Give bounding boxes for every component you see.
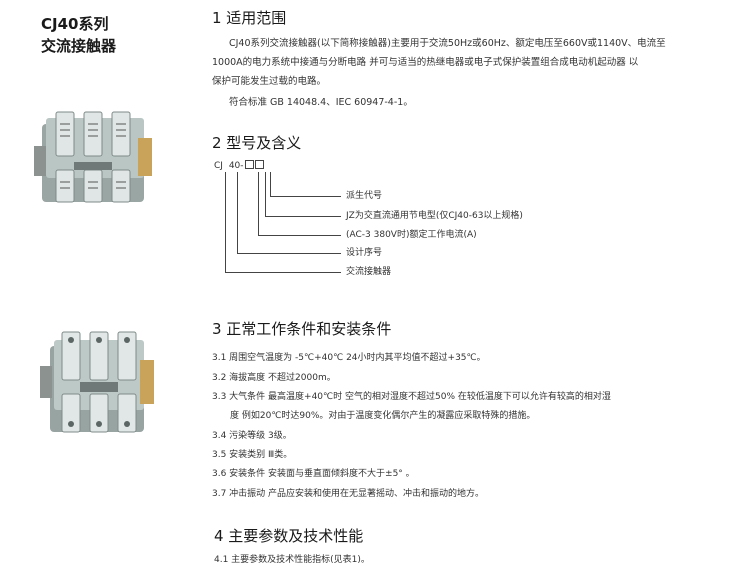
condition-3-3-continued: 度 例如20℃时达90%。对由于温度变化偶尔产生的凝露应采取特殊的措施。 xyxy=(230,411,536,421)
contactor-photo-2 xyxy=(40,331,154,433)
section-2-heading: 2 型号及含义 xyxy=(212,134,302,152)
section-1-paragraph-line-2: 1000A的电力系统中接通与分断电路 并可与适当的热继电器或电子式保护装置组合成… xyxy=(212,57,639,68)
model-box-2 xyxy=(254,160,264,169)
leader-line-4 xyxy=(237,172,341,254)
condition-3-1: 3.1 周围空气温度为 -5℃+40℃ 24小时内其平均值不超过+35℃。 xyxy=(212,353,486,363)
standards-line: 符合标准 GB 14048.4、IEC 60947-4-1。 xyxy=(229,97,413,108)
condition-3-5: 3.5 安装类别 Ⅲ类。 xyxy=(212,450,293,460)
section-4-heading: 4 主要参数及技术性能 xyxy=(214,527,364,545)
condition-3-7: 3.7 冲击振动 产品应安装和使用在无显著摇动、冲击和振动的地方。 xyxy=(212,489,485,499)
contactor-photo-1 xyxy=(34,111,152,203)
legend-item-1: 派生代号 xyxy=(346,191,383,201)
section-1-paragraph-line-3: 保护可能发生过载的电路。 xyxy=(212,76,327,87)
legend-item-4: 设计序号 xyxy=(346,248,383,258)
leader-line-1 xyxy=(270,172,341,197)
product-series-name: CJ40系列 xyxy=(41,15,109,33)
condition-3-2: 3.2 海拔高度 不超过2000m。 xyxy=(212,373,336,383)
legend-item-3: (AC-3 380V时)额定工作电流(A) xyxy=(346,230,477,240)
condition-3-6: 3.6 安装条件 安装面与垂直面倾斜度不大于±5° 。 xyxy=(212,469,415,479)
section-3-heading: 3 正常工作条件和安装条件 xyxy=(212,320,392,338)
condition-3-3: 3.3 大气条件 最高温度+40℃时 空气的相对湿度不超过50% 在较低温度下可… xyxy=(212,392,611,402)
leader-line-5 xyxy=(225,172,341,273)
model-code: CJ 40- xyxy=(214,160,264,172)
product-type-name: 交流接触器 xyxy=(41,37,117,55)
parameter-4-1: 4.1 主要参数及技术性能指标(见表1)。 xyxy=(214,555,370,565)
model-box-1 xyxy=(244,160,254,169)
legend-item-5: 交流接触器 xyxy=(346,267,392,277)
section-1-paragraph-line-1: CJ40系列交流接触器(以下简称接触器)主要用于交流50Hz或60Hz、额定电压… xyxy=(229,38,666,49)
condition-3-4: 3.4 污染等级 3级。 xyxy=(212,431,292,441)
leader-line-3 xyxy=(258,172,341,236)
legend-item-2: JZ为交直流通用节电型(仅CJ40-63以上规格) xyxy=(346,211,523,221)
model-prefix: CJ xyxy=(214,161,223,171)
product-series-title: CJ40系列 交流接触器 xyxy=(41,13,116,57)
model-number: 40- xyxy=(228,161,244,171)
leader-line-2 xyxy=(265,172,341,217)
section-1-heading: 1 适用范围 xyxy=(212,9,287,27)
